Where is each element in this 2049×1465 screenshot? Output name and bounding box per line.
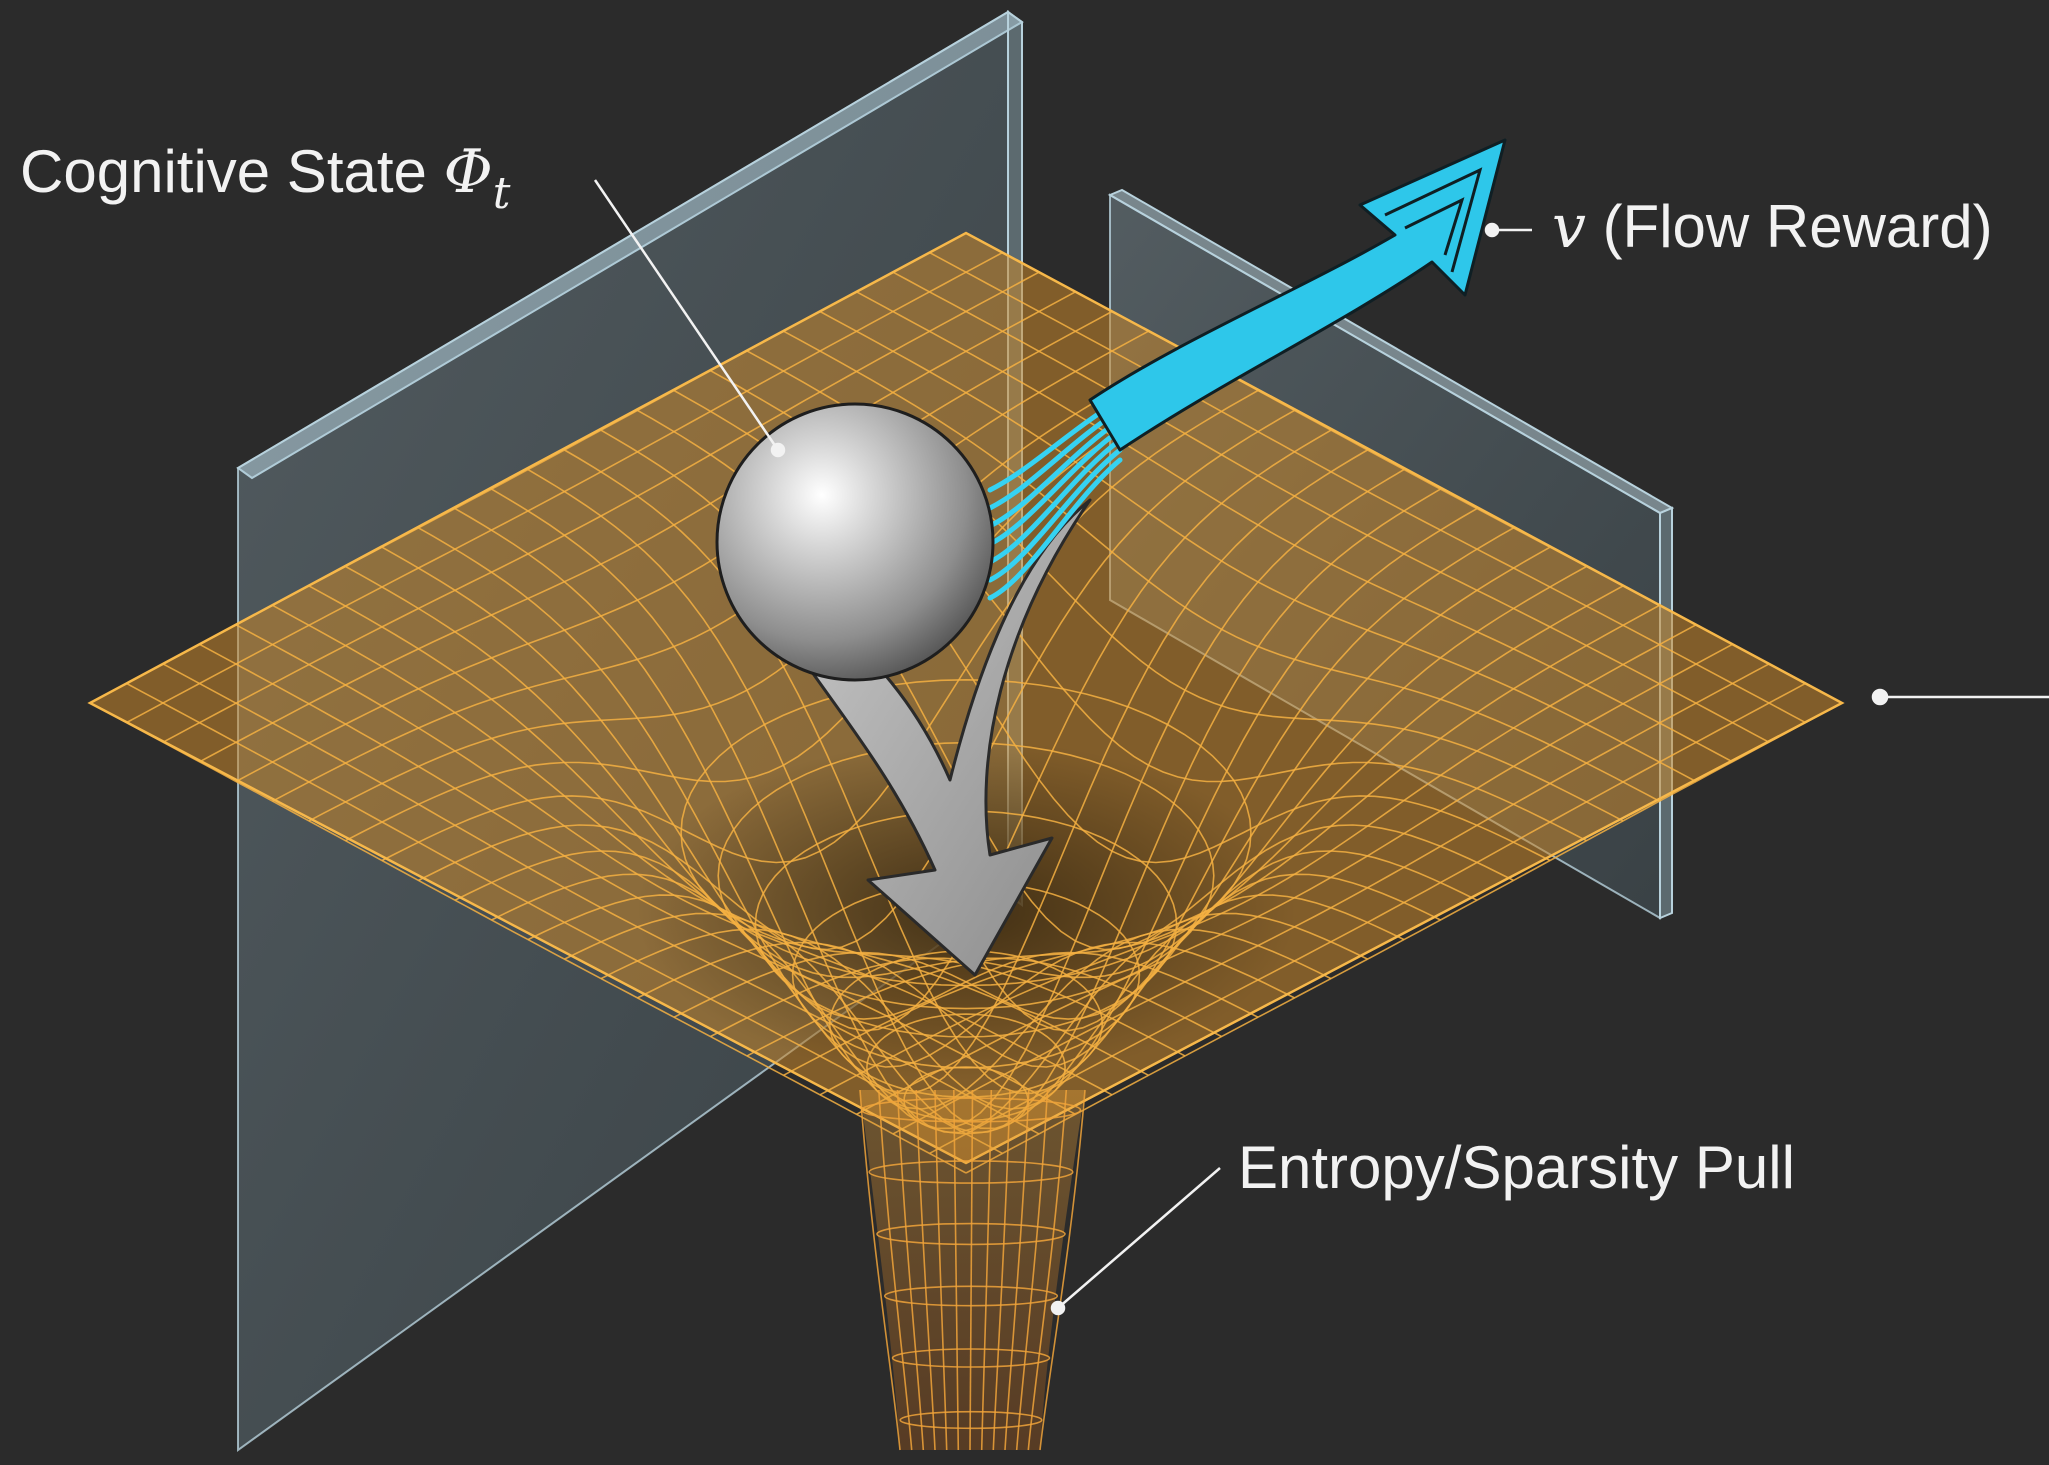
throat-line [980,1089,993,1451]
mesh-ring-line [680,678,1252,987]
throat-ring [883,1285,1059,1307]
throat-line [896,1089,925,1451]
throat-line [1039,1089,1086,1451]
mesh-ring-line [791,880,1141,1069]
flow-reward-text: (Flow Reward) [1586,193,1993,260]
leader-lines [593,179,2049,1316]
throat-line [992,1089,1011,1451]
throat-line [1015,1089,1049,1451]
cognitive-state-label: Cognitive State Φt [20,137,511,219]
flow-strand [987,447,1123,583]
flow-strand [987,457,1123,601]
flow-strand [987,417,1123,529]
mesh-grid-line [89,702,967,1174]
mesh-ring-line [717,741,1215,1010]
flow-strand [987,437,1123,565]
throat-line [915,1089,936,1451]
throat-line [1004,1089,1030,1451]
mesh-outline [87,231,1845,1165]
arrow-up-right-icon [1088,138,1507,452]
phi-subscript: t [493,168,511,219]
flow-reward-label: v (Flow Reward) [1552,192,1993,262]
throat-ring [868,1160,1074,1184]
funnel-throat [859,1089,1086,1451]
throat-ring [899,1410,1043,1430]
mesh-grid-line [856,643,1733,1116]
throat-line [969,1089,974,1451]
arrow-down-icon [798,498,1092,977]
cognitive-state-text: Cognitive State [20,138,444,205]
throat-ring [860,1097,1082,1123]
velocity-symbol: v [1552,192,1586,262]
mesh-ring-line [754,810,1178,1038]
mesh-grid-line [929,682,1806,1155]
entropy-pull-label: Entropy/Sparsity Pull [1238,1134,1795,1201]
mesh-grid-line [199,643,1076,1116]
flow-strand [987,427,1123,547]
mesh-grid-line [235,624,1113,1096]
mesh-grid-line [162,663,1040,1135]
flow-arrow [987,138,1507,601]
mesh-grid-line [965,702,1843,1174]
throat-ring [876,1222,1066,1246]
mesh-grid-line [126,682,1003,1155]
throat-line [859,1089,901,1451]
mesh-grid-line [892,663,1770,1135]
throat-line [953,1089,960,1451]
mesh-fill [90,233,1842,1163]
throat-ring [891,1348,1051,1368]
cognitive-state-sphere [715,402,995,682]
phi-symbol: Φ [444,137,493,207]
sphere-icon [715,402,995,682]
gray-descent-arrow [798,498,1092,977]
throat-line [934,1089,948,1451]
